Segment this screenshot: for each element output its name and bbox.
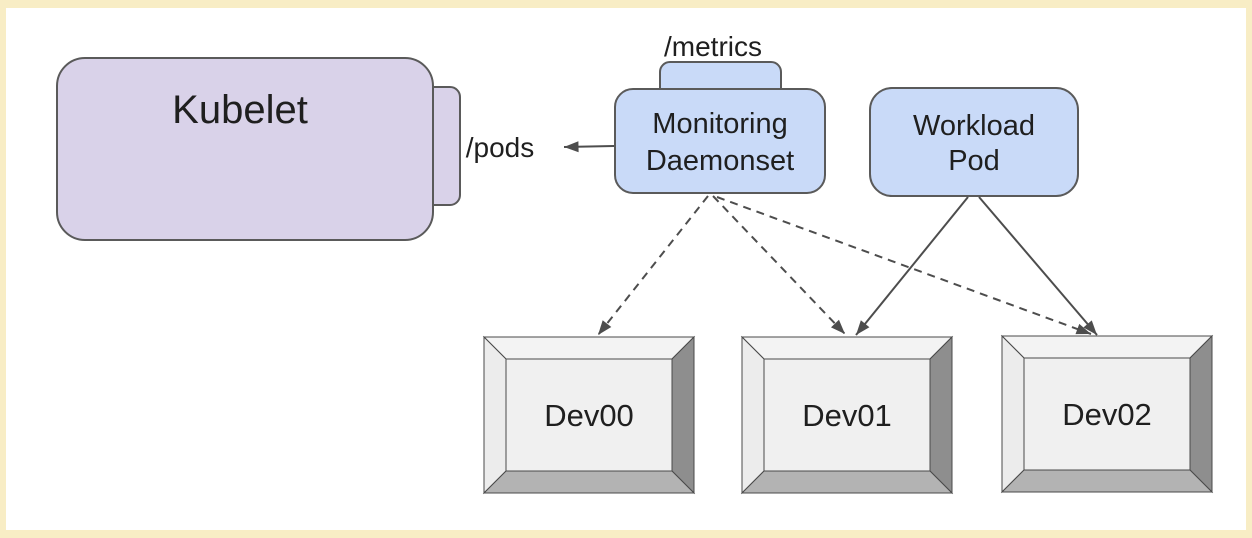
workload-to-dev01-arrow <box>855 196 969 336</box>
dev02-bevel-right <box>1189 334 1213 494</box>
pods-edge: /pods <box>466 132 615 163</box>
dev01-bevel-top <box>740 336 954 360</box>
dev02-bevel-top <box>1000 335 1214 359</box>
workload-pod-label-line1: Workload <box>913 110 1035 142</box>
device-dev02: Dev02 <box>1000 334 1214 494</box>
monitoring-daemonset-label-line2: Daemonset <box>646 145 794 177</box>
dev01-bevel-bottom <box>740 470 954 494</box>
metrics-label: /metrics <box>664 31 762 62</box>
monitoring-daemonset-box <box>614 88 826 194</box>
monitoring-device-edges <box>597 195 1092 336</box>
pods-label: /pods <box>466 132 535 163</box>
dev02-label: Dev02 <box>1062 397 1152 432</box>
workload-pod-box <box>869 87 1079 197</box>
dev00-label: Dev00 <box>544 398 634 433</box>
dev00-bevel-top <box>482 336 696 360</box>
dev00-outline <box>483 336 695 494</box>
pods-arrow <box>563 141 615 153</box>
dev00-bevel-left <box>483 335 507 495</box>
dev00-bevel-right <box>671 335 695 495</box>
dev01-bevel-right <box>929 335 953 495</box>
monitoring-to-dev02-arrow <box>716 196 1092 335</box>
workload-device-edges <box>855 196 1098 336</box>
workload-to-dev02-arrow <box>978 196 1098 336</box>
kubelet-box <box>56 57 434 241</box>
dev01-face <box>763 358 931 472</box>
dev01-label: Dev01 <box>802 398 892 433</box>
monitoring-to-dev00-arrow <box>597 195 709 336</box>
dev02-bevel-left <box>1001 334 1025 494</box>
monitoring-to-dev01-arrow <box>712 195 846 335</box>
kubelet-label: Kubelet <box>172 88 308 132</box>
workload-pod-label-line2: Pod <box>948 145 1000 177</box>
monitoring-daemonset-node: /metrics Monitoring Daemonset <box>614 31 826 194</box>
dev00-bevel-bottom <box>482 470 696 494</box>
dev01-bevel-left <box>741 335 765 495</box>
dev02-bevel-bottom <box>1000 469 1214 493</box>
device-dev01: Dev01 <box>740 335 954 495</box>
device-dev00: Dev00 <box>482 335 696 495</box>
workload-pod-node: Workload Pod <box>869 87 1079 197</box>
dev02-face <box>1023 357 1191 471</box>
dev02-outline <box>1001 335 1213 493</box>
kubelet-node: Kubelet <box>56 57 461 241</box>
dev01-outline <box>741 336 953 494</box>
dev00-face <box>505 358 673 472</box>
monitoring-daemonset-label-line1: Monitoring <box>652 108 787 140</box>
